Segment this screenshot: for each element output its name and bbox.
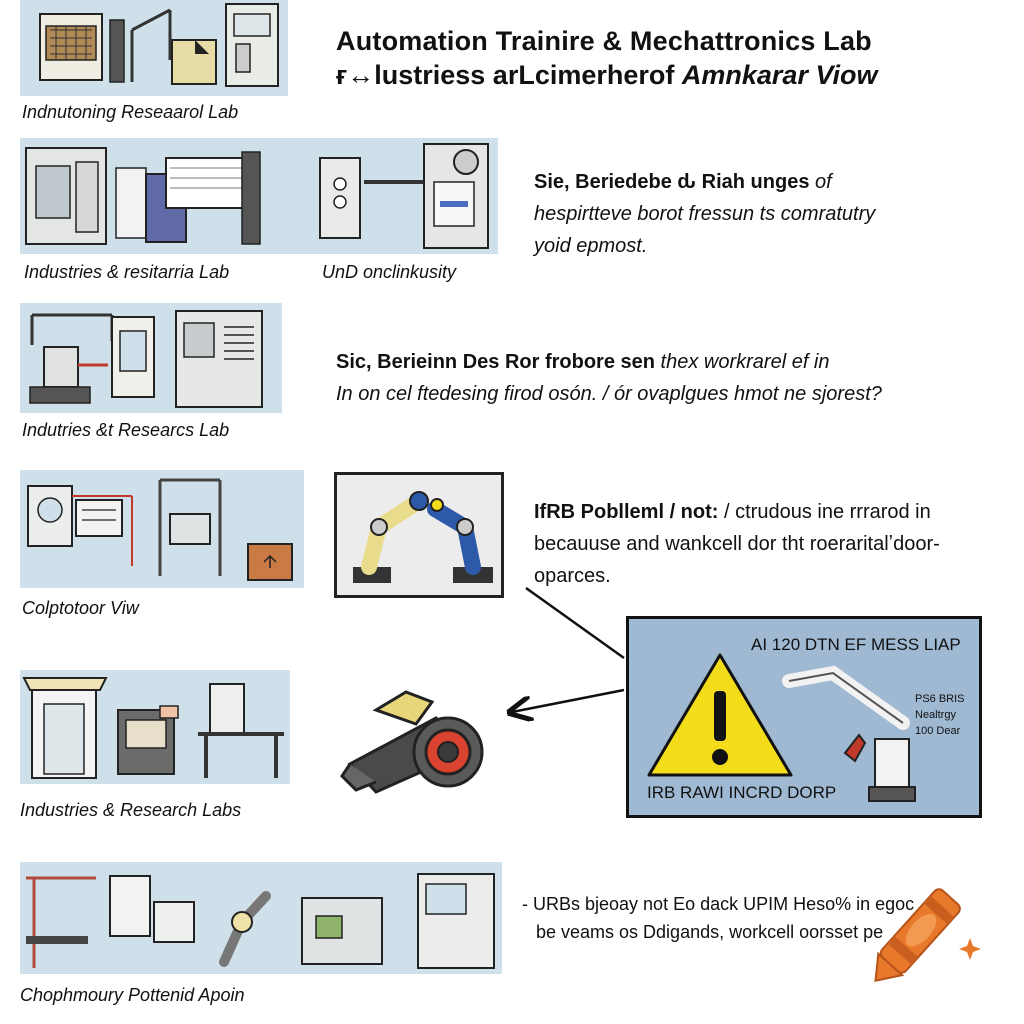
page-title: Automation Trainire & Mechattronics Lab [336,26,872,56]
warning-label-line-3: 100 Dear [915,725,961,737]
paragraph-4-line-2: be veams os Ddigands, workcell oorsset p… [536,922,884,942]
panel-6-caption: Chophmoury Pottenid Apoin [20,985,245,1005]
lab-machines-illustration [22,677,284,779]
page-subtitle: ғ↔lustriess arLcimerherof Amnkarar Viow [336,60,877,91]
paragraph-4-line-1: - URBs bjeoay not Eo dack UPIM Heso% in … [522,894,915,914]
paragraph-3-lead: IfRB Poblleml / not: [534,501,719,523]
robot-arm-warning-icon [782,665,916,802]
lab-illustration-panel-6 [20,862,502,974]
paragraph-1-line-3: yoid epmost. [534,235,648,257]
panel-1-caption: Indnutoning Reseaarol Lab [22,102,239,122]
lab-machines-illustration [29,310,263,408]
warning-sign-panel: AI 120 DTN EF MESS LIAP PS6 BRIS Nealtrg… [626,616,982,818]
lab-illustration-panel-4 [20,470,304,588]
connector-line [525,586,625,660]
paragraph-3-lead-rest: / ctrudous ine rrrarod in [718,501,931,523]
page-subtitle-main: ғ↔lustriess arLcimerherof [336,60,675,90]
crayon-icon [874,888,981,983]
paragraph-2-lead: Sic, Berieinn Des Ror frobore sen [336,351,655,373]
lab-illustration-panel-2 [20,138,498,254]
description-paragraph-3: IfRB Poblleml / not: / ctrudous ine rrra… [534,496,940,592]
paragraph-1-lead: Sie, Beriedebe ԃ Riah unges [534,171,810,193]
warning-label-line-1: PS6 BRIS [915,693,965,705]
paragraph-1-lead-italic: of [809,171,832,193]
panel-5-caption: Industries & Research Labs [20,800,242,820]
lab-machines-illustration [27,478,293,581]
lab-machines-illustration [25,143,489,249]
page-subtitle-italic: Amnkarar Viow [681,60,878,90]
warning-sign-heading: AI 120 DTN EF MESS LIAP [751,635,961,654]
industrial-robot-arm-icon [353,491,493,583]
description-paragraph-1: Sie, Beriedebe ԃ Riah unges of hespirtte… [534,166,875,262]
panel-3-caption: Indutries &t Researcs Lab [22,420,230,440]
description-paragraph-4: - URBs bjeoay not Eo dack UPIM Heso% in … [522,890,914,946]
lab-illustration-panel-1 [20,0,288,96]
paragraph-3-line-2: becauuse and wankcell dor tht roerarital… [534,533,940,555]
lab-illustration-panel-5 [20,670,290,784]
paragraph-1-line-2: hespirtteve borot fressun ts comratutry [534,203,876,225]
warning-triangle-icon [647,653,793,777]
arrow-to-component [512,688,625,712]
panel-4-caption: Colptotoor Viw [22,598,139,618]
paragraph-3-line-3: oparces. [534,565,611,587]
warning-label-box: PS6 BRIS Nealtrgy 100 Dear [915,691,965,739]
panel-2-caption-left: Industries & resitarria Lab [24,262,230,282]
lab-machines-illustration [26,873,495,969]
lab-machines-illustration [39,3,279,87]
robot-arm-image [334,472,504,598]
lab-illustration-panel-3 [20,303,282,413]
description-paragraph-2: Sic, Berieinn Des Ror frobore sen thex w… [336,346,882,410]
paragraph-2-line-2: In on cel ftedesing firod osón. / ór ova… [336,383,882,405]
warning-label-line-2: Nealtrgy [915,709,956,721]
gear-component-icon [340,690,484,794]
panel-2-caption-right: UnD onclinkusity [322,262,457,282]
paragraph-2-lead-italic: thex workrarel ef in [654,351,830,373]
warning-sign-footer: IRB RAWI INCRD DORP [647,783,837,802]
